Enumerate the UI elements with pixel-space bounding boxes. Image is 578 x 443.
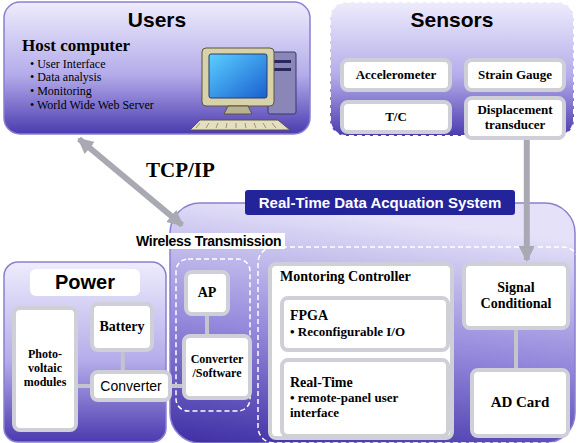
- dashed-region: [258, 247, 578, 443]
- realtime-box: Real-Time• remote-panel user interface: [280, 358, 450, 438]
- node-title: Signal Conditional: [469, 280, 563, 312]
- signal-conditioning-box: Signal Conditional: [462, 262, 570, 330]
- sensor-box: Displacement transducer: [464, 96, 566, 140]
- node-title: Montoring Controller: [280, 269, 442, 285]
- node-title: AD Card: [477, 394, 563, 411]
- node-text: Host computer: [16, 36, 298, 56]
- connector-line: [172, 384, 182, 388]
- panel-ground: [4, 2, 310, 134]
- node-text: • World Wide Web Server: [16, 99, 200, 113]
- battery-box: Battery: [90, 302, 154, 352]
- sensor-box: Strain Gauge: [464, 58, 566, 92]
- node-text: • remote-panel user interface: [290, 391, 440, 421]
- power-panel: PowerPhoto-voltaic modules BatteryConvert…: [4, 262, 166, 442]
- node-title: Power: [30, 269, 140, 296]
- node-title: Accelerometer: [347, 68, 445, 83]
- node-title: T/C: [347, 110, 445, 125]
- node-title: Real-Time Data Acquation System: [245, 190, 515, 215]
- node-title: FPGA: [290, 308, 440, 324]
- node-title: Real-Time: [290, 375, 440, 391]
- node-title: Strain Gauge: [471, 68, 559, 83]
- node-title: Sensors: [338, 8, 566, 32]
- connector-line: [121, 352, 125, 370]
- panel-ground: [4, 262, 166, 442]
- edge-label: TCP/IP: [146, 158, 215, 183]
- panel-ground: [330, 2, 574, 136]
- users-panel: UsersHost computer • User Interface• Data…: [4, 2, 310, 134]
- access-point-box: AP: [184, 270, 230, 316]
- controller-box: Montoring ControllerFPGA• Reconfigurable…: [268, 262, 454, 440]
- node-title: Photo-voltaic modules: [19, 348, 71, 389]
- sensor-box: Accelerometer: [340, 58, 452, 92]
- ad-card-box: AD Card: [470, 368, 570, 438]
- node-text: • Reconfigurable I/O: [290, 325, 440, 340]
- sensors-panel: SensorsAccelerometer Strain GaugeT/C Displ…: [330, 2, 574, 136]
- node-text: Wireless Transmission: [132, 233, 285, 249]
- node-title: Battery: [97, 319, 147, 335]
- sensor-box: T/C: [340, 100, 452, 134]
- converter-software-box: Converter /Software: [182, 334, 252, 400]
- connector-arrow: [524, 139, 530, 260]
- converter-box: Converter: [90, 370, 172, 402]
- node-title: Converter: [97, 378, 165, 394]
- connector-line: [514, 330, 518, 368]
- node-text: • User Interface: [16, 58, 200, 72]
- daq-panel: Real-Time Data Acquation SystemWireless …: [170, 203, 575, 443]
- pv-module-box: Photo-voltaic modules: [12, 306, 78, 432]
- node-text: • Monitoring: [16, 85, 200, 99]
- fpga-box: FPGA• Reconfigurable I/O: [280, 296, 450, 352]
- connector-line: [205, 316, 209, 334]
- node-title: AP: [191, 285, 223, 301]
- node-text: • Data analysis: [16, 71, 200, 85]
- connector-line: [78, 384, 90, 388]
- computer-illustration: [190, 48, 296, 130]
- node-title: Users: [16, 8, 298, 32]
- node-title: Converter /Software: [189, 353, 245, 381]
- node-title: Displacement transducer: [471, 103, 559, 133]
